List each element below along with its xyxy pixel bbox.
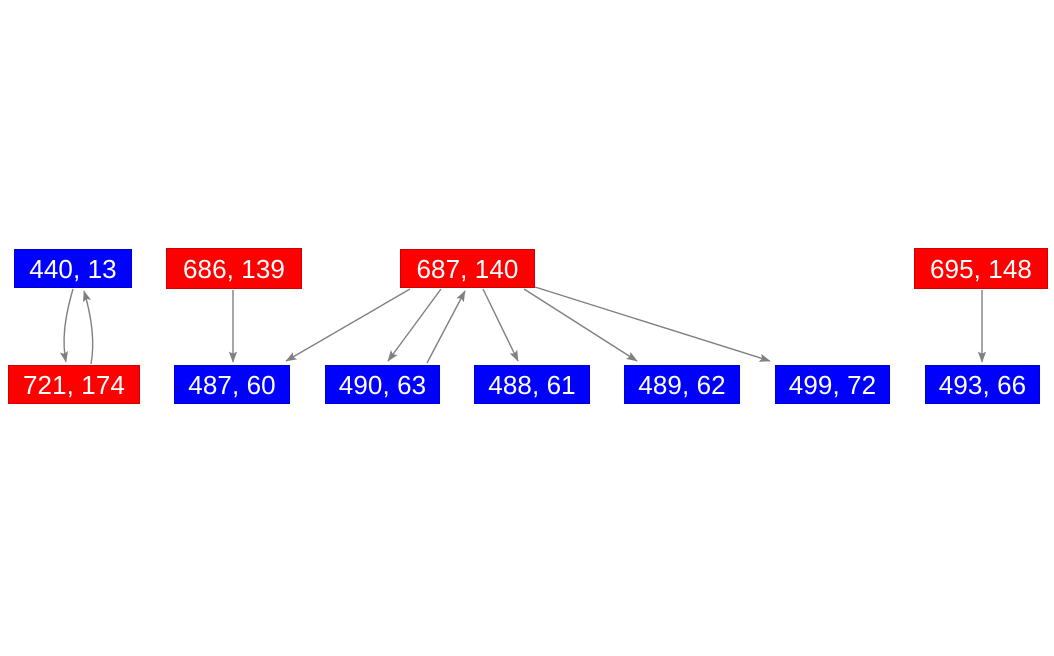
graph-node-label: 695, 148 [929,253,1032,284]
graph-node[interactable]: 489, 62 [624,365,740,404]
graph-node-label: 487, 60 [188,369,276,400]
graph-node[interactable]: 488, 61 [474,365,590,404]
graph-edge [482,288,519,362]
graph-edge [534,286,771,362]
graph-node-label: 489, 62 [638,369,726,400]
graph-node-label: 687, 140 [416,253,519,284]
graph-node[interactable]: 487, 60 [174,365,290,404]
graph-node-label: 493, 66 [938,369,1027,400]
graph-edge [523,288,638,362]
graph-node-label: 499, 72 [788,369,877,400]
graph-edge [82,290,94,365]
graph-edge [59,288,74,363]
graph-node[interactable]: 687, 140 [400,249,535,288]
graph-node[interactable]: 686, 139 [166,248,302,289]
graph-node-label: 440, 13 [29,253,117,284]
graph-node[interactable]: 695, 148 [914,248,1048,289]
graph-node-label: 488, 61 [488,369,576,400]
graph-node-label: 721, 174 [22,369,125,400]
graph-node[interactable]: 490, 63 [325,365,440,404]
graph-edge [387,288,442,362]
graph-edge [285,288,411,362]
graph-node[interactable]: 493, 66 [925,365,1040,404]
graph-node[interactable]: 721, 174 [8,365,140,404]
graph-node[interactable]: 499, 72 [775,365,890,404]
graph-edge [426,290,466,364]
graph-node-label: 490, 63 [338,369,427,400]
edge-group [59,286,987,365]
graph-node[interactable]: 440, 13 [14,249,132,288]
graph-node-label: 686, 139 [182,253,285,284]
